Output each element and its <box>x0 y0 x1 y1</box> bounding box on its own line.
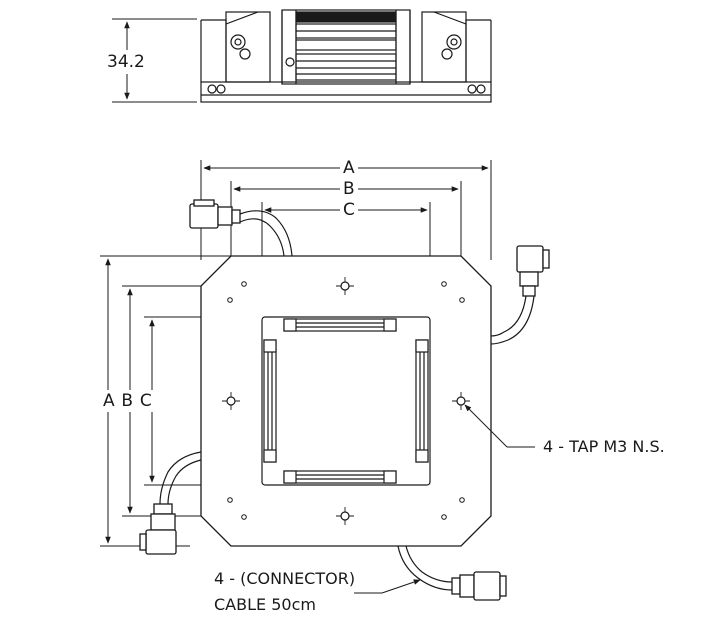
cables <box>159 210 535 591</box>
height-dimension <box>112 18 197 103</box>
dim-c-horizontal: C <box>343 200 355 220</box>
center-aperture <box>261 316 431 486</box>
connector-top-left <box>189 199 241 229</box>
cable-callout-line1: 4 - (CONNECTOR) <box>214 569 356 588</box>
connector-left-lower <box>139 503 177 555</box>
mounting-holes <box>227 281 465 520</box>
dim-a-horizontal: A <box>343 158 355 178</box>
side-view <box>200 9 492 103</box>
connector-bottom <box>451 571 507 601</box>
connector-right <box>516 245 550 297</box>
side-height-label: 34.2 <box>107 52 145 72</box>
side-right-bracket <box>465 19 492 82</box>
connectors <box>139 199 550 601</box>
side-base-plate <box>200 81 492 103</box>
tap-holes <box>226 281 466 521</box>
dim-b-horizontal: B <box>343 179 355 199</box>
callout-leaders <box>354 404 535 594</box>
tap-callout: 4 - TAP M3 N.S. <box>543 437 665 456</box>
side-left-bracket <box>200 19 227 82</box>
cable-callout-line2: CABLE 50cm <box>214 595 316 614</box>
dim-vertical-labels: A B C <box>103 391 152 411</box>
